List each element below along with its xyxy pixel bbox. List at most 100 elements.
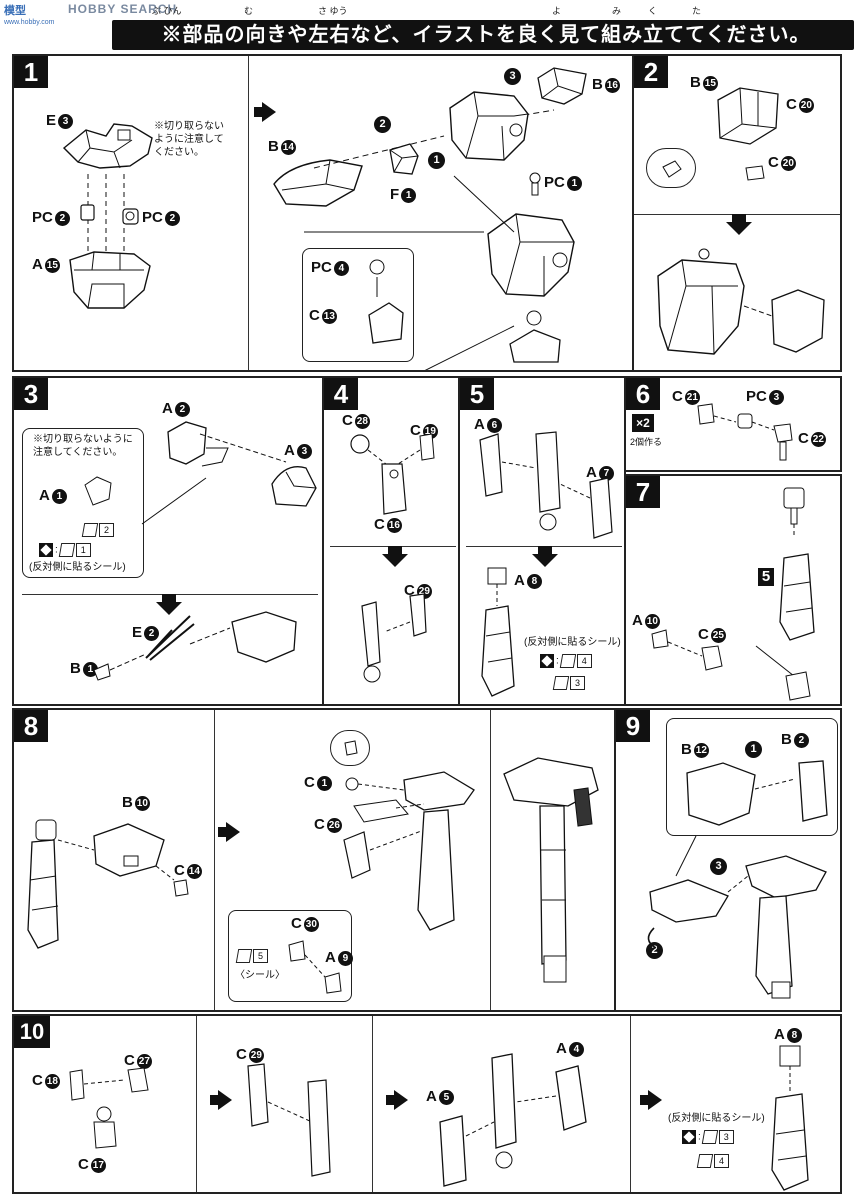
part-c1-detail-drawing bbox=[343, 739, 361, 757]
ruby-text: ぶ ひん bbox=[152, 6, 182, 16]
leg-reference-drawing bbox=[778, 552, 824, 644]
step-number: 3 bbox=[14, 378, 48, 410]
order-marker: 3 bbox=[504, 68, 521, 85]
instruction-header: 模型 www.hobby.com HOBBY SEARCH ぶ ひん む さ ゆ… bbox=[0, 0, 854, 52]
part-e3-frame-drawing bbox=[60, 118, 156, 174]
body-assembly-drawing bbox=[652, 246, 832, 368]
foot-parts-drawing bbox=[646, 626, 826, 704]
part-a1-drawing bbox=[81, 475, 115, 507]
divider bbox=[372, 1016, 373, 1192]
step-number: 7 bbox=[626, 476, 660, 508]
ruby-text: よ bbox=[552, 6, 562, 16]
sticker-front-indicator: 3 bbox=[552, 676, 585, 691]
sticker-icon bbox=[559, 654, 577, 668]
step-number: 1 bbox=[14, 56, 48, 88]
step-number: 2 bbox=[634, 56, 668, 88]
reference-step-number: 5 bbox=[758, 568, 774, 586]
polycap-pc2-drawing bbox=[122, 208, 140, 226]
ball-joint-drawing bbox=[365, 259, 405, 355]
site-logo: 模型 bbox=[4, 5, 26, 17]
order-marker: 2 bbox=[646, 942, 663, 959]
flow-arrow bbox=[386, 1090, 408, 1110]
sticker-icon bbox=[235, 949, 253, 963]
flow-arrow-down bbox=[726, 214, 752, 235]
sticker-back-indicator: :3 bbox=[682, 1130, 734, 1145]
sticker-indicator: 5 bbox=[235, 949, 268, 964]
step-number: 4 bbox=[324, 378, 358, 410]
leg-parts-drawing bbox=[476, 432, 620, 542]
part-a3-drawing bbox=[266, 458, 320, 510]
reverse-side-icon bbox=[39, 543, 53, 557]
sticker-caption: (反対側に貼るシール) bbox=[668, 1113, 765, 1124]
sticker-back-indicator: :1 bbox=[39, 543, 91, 558]
ruby-text: む bbox=[244, 6, 254, 16]
order-marker: 2 bbox=[374, 116, 391, 133]
order-marker: 1 bbox=[745, 741, 762, 758]
part-a15-drawing bbox=[64, 246, 154, 312]
ruby-text: み bbox=[612, 6, 622, 16]
make-two-badge: ×2 bbox=[632, 414, 654, 432]
divider bbox=[196, 1016, 197, 1192]
reverse-side-icon bbox=[540, 654, 554, 668]
head-assembly-drawing bbox=[444, 86, 534, 166]
make-two-caption: 2個作る bbox=[630, 437, 663, 447]
step-number: 6 bbox=[626, 378, 660, 410]
arm-armor-parts-drawing bbox=[436, 1052, 606, 1192]
order-marker: 3 bbox=[710, 858, 727, 875]
flow-arrow bbox=[640, 1090, 662, 1110]
assembly-guide-lines bbox=[190, 428, 290, 468]
divider bbox=[630, 1016, 631, 1192]
step-number: 8 bbox=[14, 710, 48, 742]
flow-arrow bbox=[210, 1090, 232, 1110]
antenna-assembly-drawing bbox=[90, 610, 320, 690]
flow-arrow-down bbox=[382, 546, 408, 567]
banner-background bbox=[112, 20, 854, 50]
part-c30-a9-drawing bbox=[285, 937, 345, 997]
sticker-caption: (反対側に貼るシール) bbox=[524, 637, 621, 648]
arm-assembly-drawing bbox=[344, 592, 444, 692]
site-watermark: HOBBY SEARCH bbox=[68, 2, 178, 16]
caution-note: ※切り取らないように注意してください。 bbox=[154, 121, 224, 158]
sticker-front-indicator: 2 bbox=[81, 523, 114, 538]
sticker-caption: 〈シール〉 bbox=[235, 970, 285, 981]
divider bbox=[490, 710, 491, 1010]
detail-callout bbox=[330, 730, 370, 766]
ruby-text: く bbox=[648, 6, 658, 16]
divider bbox=[248, 56, 249, 370]
polycap-pc1-drawing bbox=[528, 172, 542, 198]
sticker-front-indicator: 4 bbox=[696, 1154, 729, 1169]
part-c13-assembled-drawing bbox=[504, 308, 566, 366]
arm-b10-assembly-drawing bbox=[24, 810, 204, 960]
flow-arrow bbox=[254, 102, 276, 122]
